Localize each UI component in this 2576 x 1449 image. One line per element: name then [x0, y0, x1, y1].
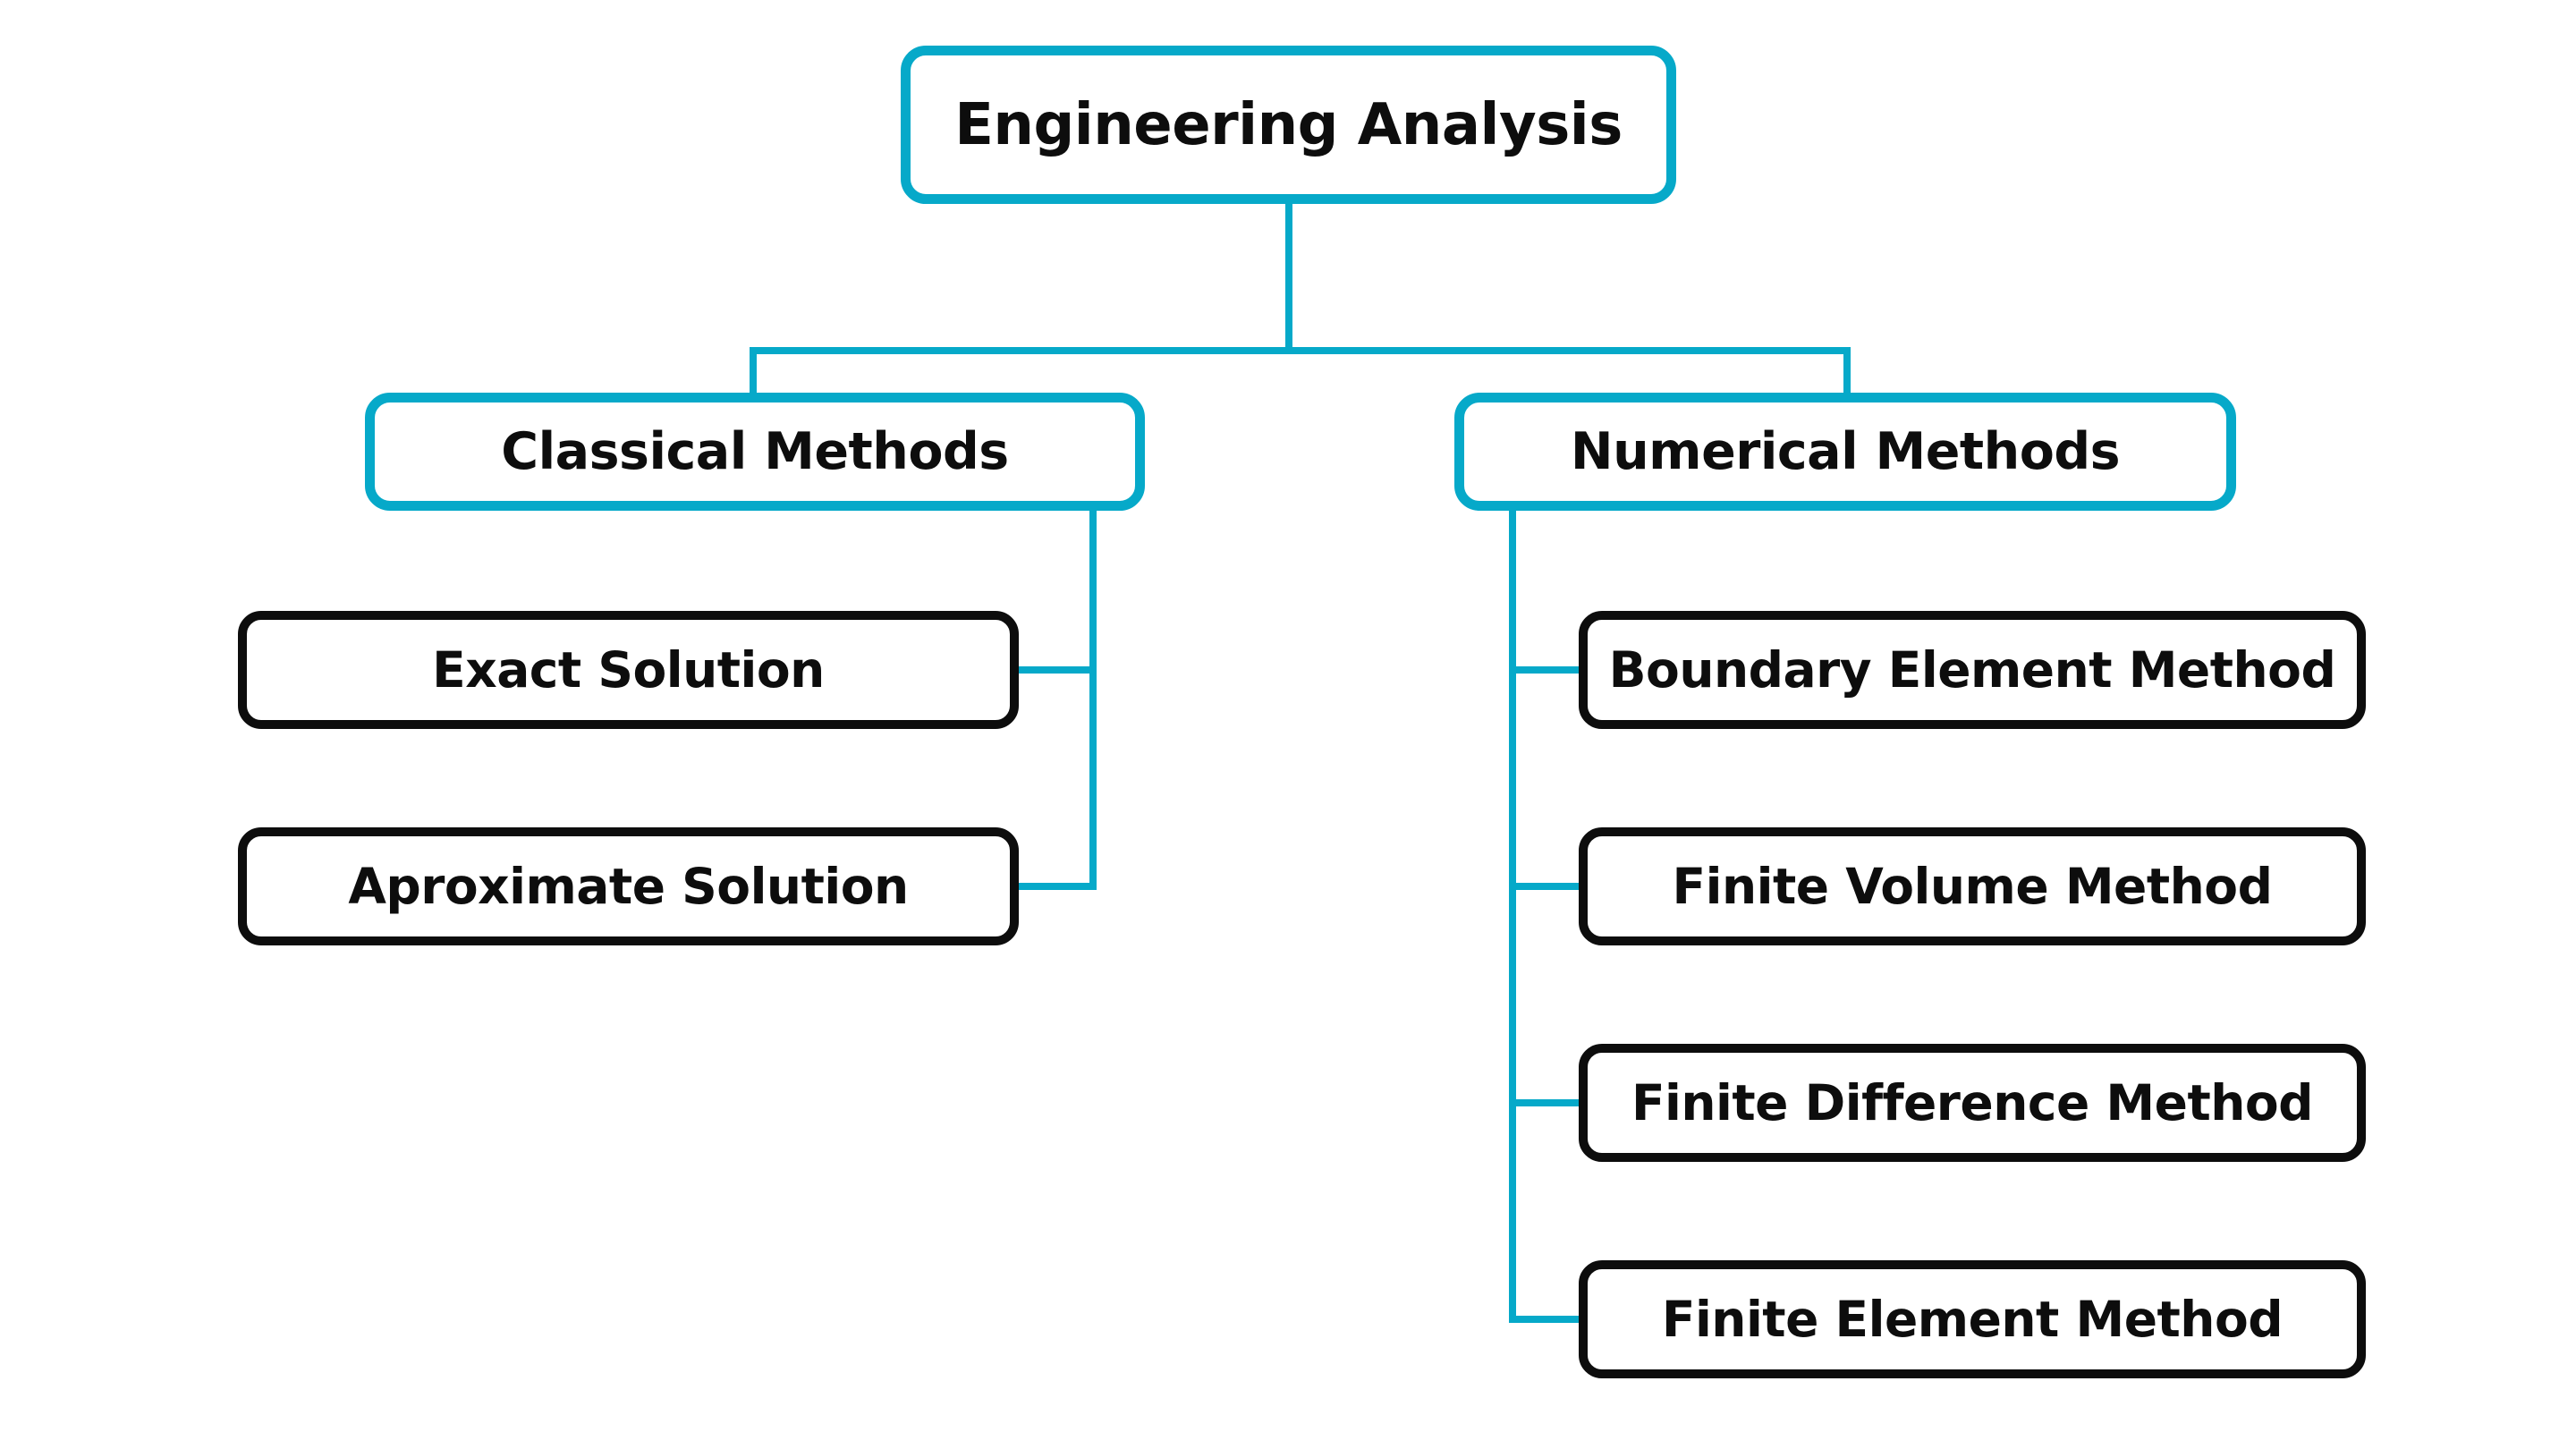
- node-boundary-element-method: Boundary Element Method: [1579, 611, 2366, 729]
- connector-numerical-drop: [1843, 347, 1851, 399]
- connector-finite-element-stub: [1509, 1316, 1588, 1323]
- node-finite-volume-method: Finite Volume Method: [1579, 827, 2366, 945]
- node-finite-difference-method: Finite Difference Method: [1579, 1044, 2366, 1162]
- connector-branch-bar: [750, 347, 1851, 354]
- connector-aproximate-solution-stub: [1011, 883, 1097, 890]
- node-engineering-analysis: Engineering Analysis: [901, 46, 1676, 204]
- node-aproximate-solution: Aproximate Solution: [238, 827, 1019, 945]
- connector-root-stem: [1285, 204, 1292, 354]
- node-label: Exact Solution: [432, 641, 825, 699]
- node-finite-element-method: Finite Element Method: [1579, 1260, 2366, 1378]
- connector-finite-difference-stub: [1509, 1099, 1588, 1106]
- connector-exact-solution-stub: [1011, 666, 1097, 674]
- node-numerical-methods: Numerical Methods: [1454, 393, 2236, 511]
- node-label: Numerical Methods: [1570, 422, 2121, 481]
- node-label: Classical Methods: [501, 422, 1009, 481]
- node-label: Boundary Element Method: [1608, 641, 2336, 699]
- node-label: Finite Difference Method: [1631, 1074, 2314, 1131]
- connector-classical-drop: [750, 347, 757, 399]
- node-label: Finite Element Method: [1661, 1291, 2284, 1348]
- node-label: Engineering Analysis: [954, 91, 1623, 158]
- node-classical-methods: Classical Methods: [365, 393, 1145, 511]
- node-exact-solution: Exact Solution: [238, 611, 1019, 729]
- connector-boundary-element-stub: [1509, 666, 1588, 674]
- node-label: Aproximate Solution: [348, 858, 909, 915]
- node-label: Finite Volume Method: [1672, 858, 2273, 915]
- connector-finite-volume-stub: [1509, 883, 1588, 890]
- connector-classical-trunk: [1089, 501, 1097, 890]
- connector-numerical-trunk: [1509, 501, 1516, 1323]
